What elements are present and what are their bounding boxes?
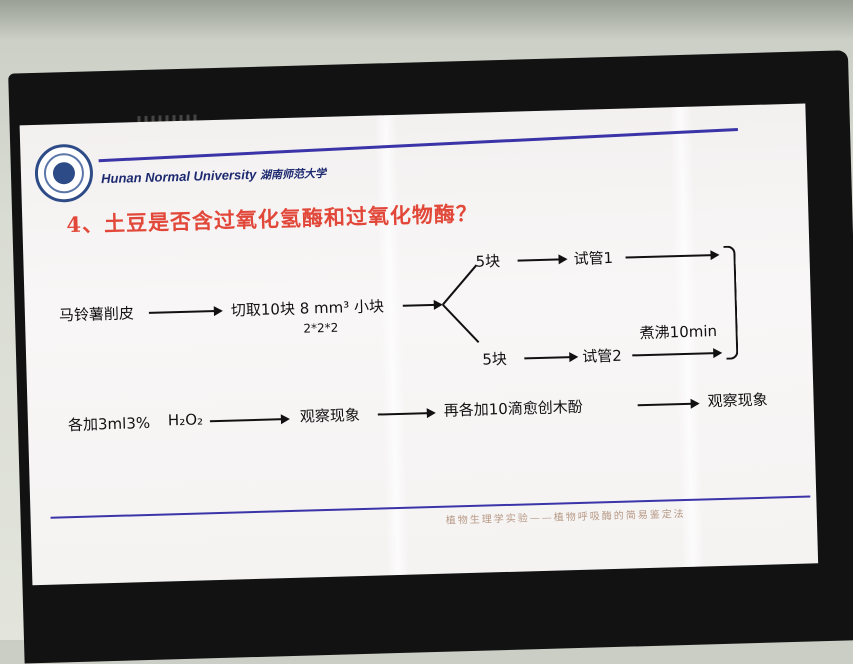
arrow [402, 303, 441, 307]
branch-top-count: 5块 [475, 252, 501, 271]
branch-top-tube: 试管1 [573, 248, 614, 269]
row2-observe-2: 观察现象 [707, 390, 768, 411]
projected-slide: Hunan Normal University 湖南师范大学 4、土豆是否含过氧… [19, 103, 819, 586]
header-rule [98, 127, 738, 163]
step-cut: 切取10块 8 mm³ 小块 [230, 297, 385, 320]
arrow [524, 355, 577, 360]
row2-add: 各加3ml3% [67, 413, 151, 435]
boil-label: 煮沸10min [639, 322, 718, 343]
arrow [625, 253, 718, 259]
university-logo-icon [34, 143, 94, 204]
bracket [723, 245, 739, 360]
arrow [209, 418, 288, 423]
footer-caption: 植物生理学实验——植物呼吸酶的简易鉴定法 [445, 508, 686, 527]
step-peel: 马铃薯削皮 [58, 304, 135, 325]
row2-add-2: 再各加10滴愈创木酚 [443, 397, 584, 420]
university-name-cn: 湖南师范大学 [259, 166, 327, 182]
arrow [377, 411, 434, 416]
wall [0, 0, 853, 40]
branch-bottom-tube: 试管2 [582, 346, 623, 366]
university-name-en: Hunan Normal University [100, 166, 257, 187]
row2-reagent: H₂O₂ [167, 410, 204, 430]
arrow [148, 309, 221, 314]
branch-down-line [442, 303, 480, 344]
step-cut-dims: 2*2*2 [303, 320, 339, 336]
row2-observe-1: 观察现象 [299, 406, 361, 426]
branch-bottom-count: 5块 [482, 349, 508, 369]
slide-title: 4、土豆是否含过氧化氢酶和过氧化物酶？ [66, 200, 479, 238]
university-name: Hunan Normal University 湖南师范大学 [101, 165, 326, 187]
arrow [517, 258, 566, 262]
monitor-bezel: Hunan Normal University 湖南师范大学 4、土豆是否含过氧… [8, 50, 853, 664]
branch-up-line [442, 264, 478, 306]
